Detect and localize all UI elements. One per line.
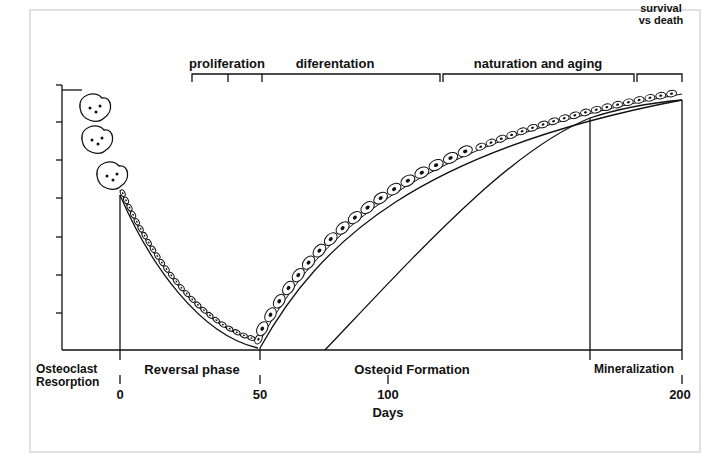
- osteoblast-cell: [149, 245, 156, 253]
- stage-label: Reversal phase: [132, 363, 252, 377]
- osteoblast-cell: [644, 94, 655, 102]
- osteoblast-cell: [233, 329, 241, 336]
- osteoblast-cell: [247, 335, 255, 341]
- osteoblast-cell: [126, 203, 133, 211]
- osteoblast-cell: [495, 134, 507, 143]
- osteoblast-cell: [634, 96, 645, 104]
- axes: [56, 85, 682, 384]
- osteoblast-cell: [158, 258, 166, 266]
- tick-label: 100: [363, 388, 413, 402]
- osteoblast-cell: [240, 332, 248, 339]
- osteoclast-nuclei: [89, 105, 119, 182]
- tick-label: 200: [662, 388, 698, 402]
- osteoblast-cell: [442, 150, 460, 165]
- osteoblast-cell: [548, 117, 559, 126]
- phase-label: proliferation: [167, 57, 287, 71]
- osteoblast-cell: [145, 238, 152, 246]
- osteoblast-cell: [569, 111, 580, 120]
- cell-row: [119, 90, 677, 346]
- osteoblast-cell: [427, 157, 445, 173]
- osteoblast-cell: [119, 189, 126, 197]
- osteoblast-cell: [475, 142, 487, 152]
- osteoblast-cell: [537, 120, 548, 129]
- tick-label: 50: [240, 388, 280, 402]
- osteoblast-cell: [163, 265, 171, 273]
- osteoblast-cell: [385, 181, 403, 198]
- osteoblast-cell: [130, 211, 137, 219]
- osteoblast-cell: [580, 108, 591, 117]
- osteoblast-cell: [516, 127, 528, 136]
- osteoblast-cell: [456, 144, 474, 159]
- osteoblast-cell: [655, 92, 666, 100]
- frame: [30, 10, 700, 452]
- phase-label: naturation and aging: [468, 57, 608, 71]
- osteoblast-cell: [506, 130, 518, 139]
- osteoblast-cell: [219, 321, 227, 328]
- osteoblast-cell: [527, 123, 538, 132]
- osteoblast-cell: [413, 165, 431, 181]
- tick-label: 0: [105, 388, 135, 402]
- osteoblast-cell: [123, 196, 130, 204]
- osteoblast-cell: [141, 232, 148, 240]
- osteoblast-cell: [601, 103, 612, 112]
- osteoblast-cell: [666, 90, 677, 98]
- phase-brackets: [192, 74, 682, 82]
- axis-title: Days: [348, 406, 428, 420]
- osteoblast-cell: [167, 271, 175, 279]
- osteoblast-cell: [623, 98, 634, 106]
- stage-label: Mineralization: [594, 363, 680, 376]
- osteoblast-cell: [262, 306, 278, 324]
- osteoblast-cell: [206, 311, 214, 319]
- osteoblast-cell: [558, 114, 569, 123]
- osteoblast-cell: [226, 325, 234, 332]
- osteoblast-cell: [137, 225, 144, 233]
- osteoblast-cell: [212, 316, 220, 324]
- osteoblast-cell: [591, 105, 602, 114]
- phase-label: survival vs death: [636, 2, 686, 26]
- osteoblast-cell: [485, 138, 497, 148]
- osteoclasts: [80, 94, 128, 189]
- stage-label: Osteoid Formation: [332, 363, 492, 377]
- phase-label: diferentation: [270, 57, 400, 71]
- osteoblast-cell: [154, 252, 162, 260]
- osteoblast-cell: [172, 277, 180, 285]
- osteoblast-cell: [399, 173, 417, 189]
- stage-label: Osteoclast Resorption: [36, 363, 118, 389]
- mineralization-curve: [325, 100, 682, 350]
- osteoblast-cell: [612, 100, 623, 108]
- osteoblast-cell: [133, 218, 140, 226]
- cell-band: [120, 94, 682, 341]
- osteoblast-cell: [254, 320, 270, 338]
- osteoblast-curve: [120, 100, 682, 348]
